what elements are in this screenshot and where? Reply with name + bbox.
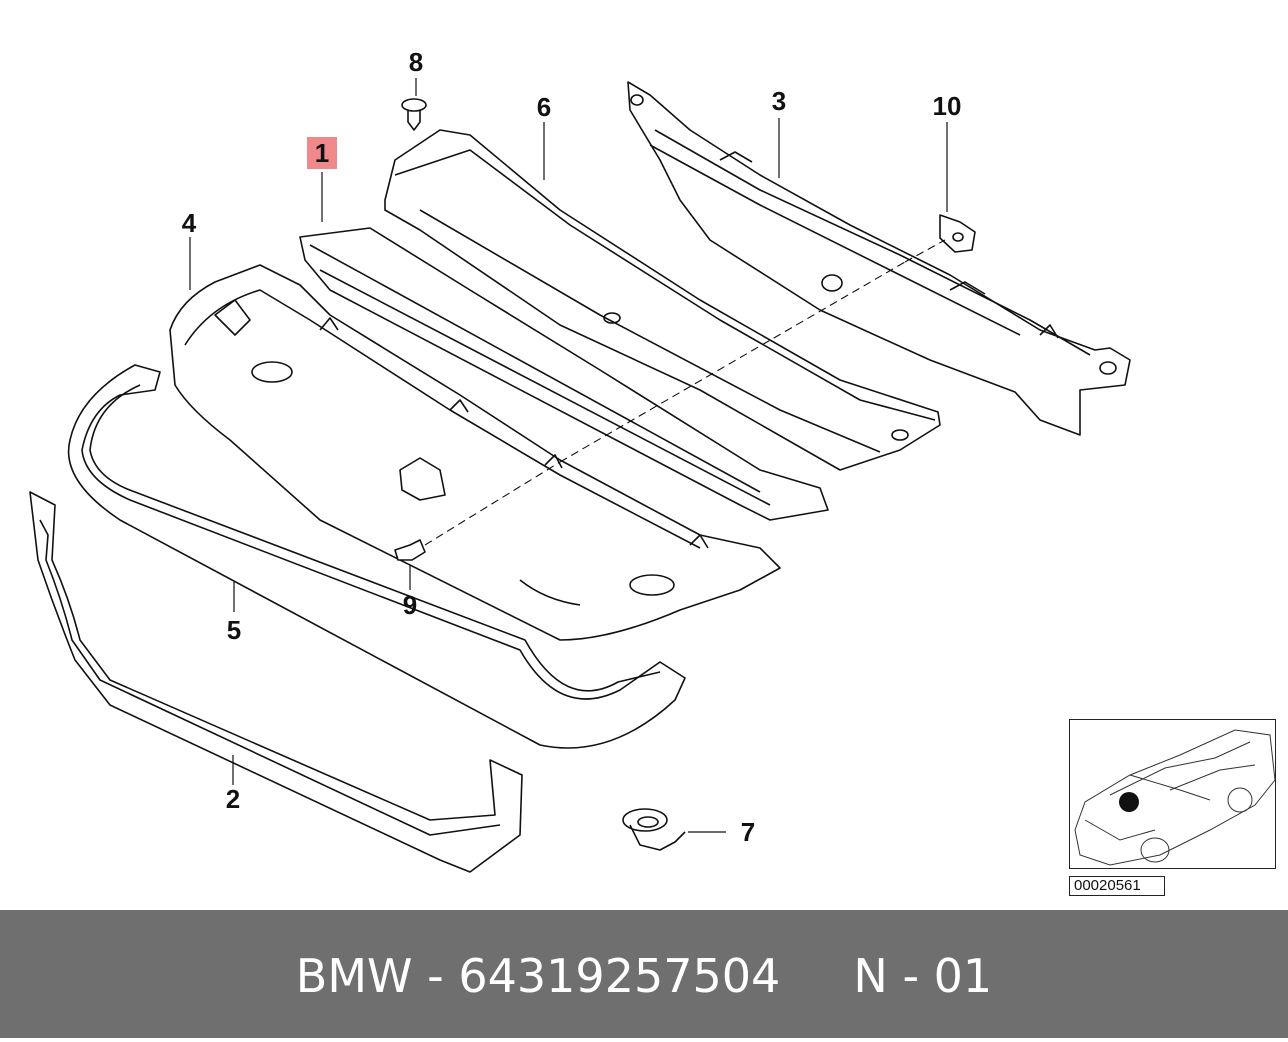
callout-3: 3 (771, 86, 787, 116)
leader-lines (189, 78, 948, 833)
callout-4: 4 (181, 208, 197, 238)
parts-exploded-diagram (29, 78, 1131, 873)
part-7-grommet (622, 808, 686, 851)
drawing-number: 00020561 (1069, 876, 1165, 896)
callout-2: 2 (225, 784, 241, 814)
car-outline-icon (1074, 729, 1276, 866)
callout-8: 8 (408, 47, 424, 77)
part-5-rubber-seal (67, 364, 686, 749)
callout-10: 10 (932, 91, 962, 121)
callout-5: 5 (226, 615, 242, 645)
footer-bar: BMW - 64319257504 N - 01 (0, 910, 1288, 1038)
location-marker-icon (1119, 792, 1139, 812)
part-4-plenum-housing (169, 264, 781, 641)
part-10-clip-nut (939, 214, 976, 253)
callout-6: 6 (536, 92, 552, 122)
part-2-seal-strip (29, 491, 523, 873)
part-number-label: BMW - 64319257504 N - 01 (295, 949, 993, 1003)
part-9-screw (394, 539, 426, 561)
callout-7: 7 (740, 817, 756, 847)
part-3-bracket-rail (627, 81, 1131, 436)
part-1-cover-panel (299, 227, 829, 521)
assembly-guide-lines (424, 239, 946, 546)
callout-9: 9 (402, 590, 418, 620)
part-8-push-pin (401, 98, 427, 131)
part-6-cowl-panel (384, 129, 941, 471)
vehicle-locator-thumbnail (1069, 719, 1276, 869)
callout-1: 1 (307, 137, 337, 169)
